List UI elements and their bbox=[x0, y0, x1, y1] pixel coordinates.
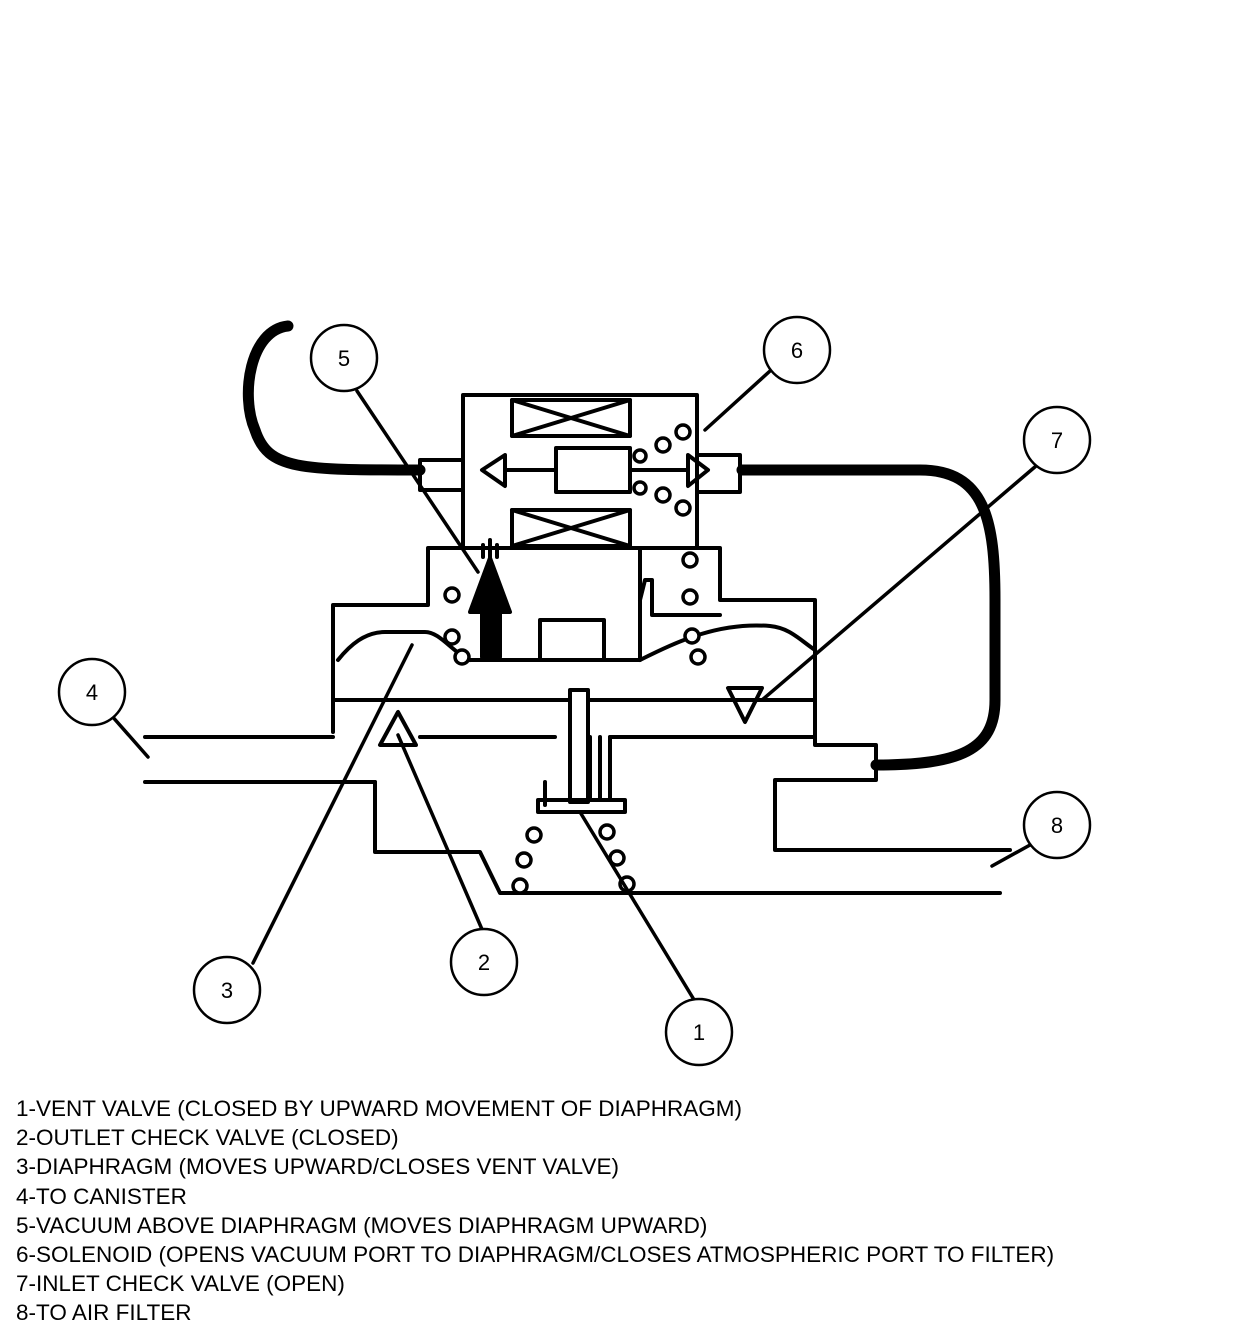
vent-spring bbox=[511, 823, 636, 895]
callout-label-5: 5 bbox=[338, 346, 350, 371]
vent-valve-seat bbox=[536, 798, 627, 814]
callout-circle-7 bbox=[1022, 405, 1092, 475]
callout-label-8: 8 bbox=[1051, 813, 1063, 838]
callout-label-2: 2 bbox=[478, 950, 490, 975]
leader-4 bbox=[109, 713, 150, 759]
diaphragm-spring bbox=[443, 551, 707, 666]
outlet-check-valve bbox=[378, 710, 418, 747]
vacuum-hose bbox=[242, 320, 426, 476]
callout-circle-2 bbox=[449, 927, 519, 997]
leader-3 bbox=[251, 643, 414, 965]
valve-diagram: 1 2 3 4 5 6 7 8 bbox=[57, 315, 1092, 1067]
leader-2 bbox=[396, 733, 486, 936]
legend-item-1: 1-VENT VALVE (CLOSED BY UPWARD MOVEMENT … bbox=[16, 1096, 742, 1121]
leader-8 bbox=[990, 843, 1032, 868]
leader-7 bbox=[760, 464, 1038, 702]
vent-valve-stem bbox=[568, 688, 590, 804]
filter-hose bbox=[736, 464, 1001, 771]
callout-label-1: 1 bbox=[693, 1020, 705, 1045]
legend-item-6: 6-SOLENOID (OPENS VACUUM PORT TO DIAPHRA… bbox=[16, 1242, 1055, 1268]
callout-label-3: 3 bbox=[221, 978, 233, 1003]
lower-body bbox=[373, 780, 1002, 895]
upper-body bbox=[331, 546, 1012, 852]
left-port bbox=[418, 458, 465, 492]
left-port-valve bbox=[480, 453, 507, 488]
solenoid-coil-top bbox=[510, 398, 632, 438]
callout-label-7: 7 bbox=[1051, 428, 1063, 453]
legend-item-4: 4-TO CANISTER bbox=[16, 1183, 187, 1209]
callout-circle-8 bbox=[1022, 790, 1092, 860]
legend-item-5: 5-VACUUM ABOVE DIAPHRAGM (MOVES DIAPHRAG… bbox=[16, 1212, 708, 1238]
canister-passage bbox=[143, 735, 377, 784]
legend-item-2: 2-OUTLET CHECK VALVE (CLOSED) bbox=[16, 1125, 399, 1151]
leader-5 bbox=[355, 389, 480, 574]
solenoid-plunger bbox=[554, 446, 632, 494]
callout-circle-1 bbox=[664, 997, 734, 1067]
callout-label-6: 6 bbox=[791, 338, 803, 363]
callout-circle-3 bbox=[192, 955, 262, 1025]
solenoid-spring bbox=[632, 423, 692, 517]
right-port bbox=[695, 453, 742, 494]
vacuum-arrow-icon bbox=[468, 556, 512, 659]
legend-item-7: 7-INLET CHECK VALVE (OPEN) bbox=[16, 1271, 345, 1297]
inlet-check-valve bbox=[726, 686, 764, 724]
leader-1 bbox=[578, 810, 698, 1005]
diaphragm bbox=[336, 623, 817, 662]
legend-item-8: 8-TO AIR FILTER bbox=[16, 1300, 192, 1326]
leader-6 bbox=[703, 369, 772, 432]
legend: 1-VENT VALVE (CLOSED BY UPWARD MOVEMENT … bbox=[16, 1094, 1054, 1328]
callout-circle-6 bbox=[762, 315, 832, 385]
legend-item-3: 3-DIAPHRAGM (MOVES UPWARD/CLOSES VENT VA… bbox=[16, 1154, 620, 1180]
callout-circle-4 bbox=[57, 657, 127, 727]
callout-circle-5 bbox=[309, 323, 379, 393]
callout-label-4: 4 bbox=[86, 680, 98, 705]
center-chamber bbox=[538, 618, 606, 662]
